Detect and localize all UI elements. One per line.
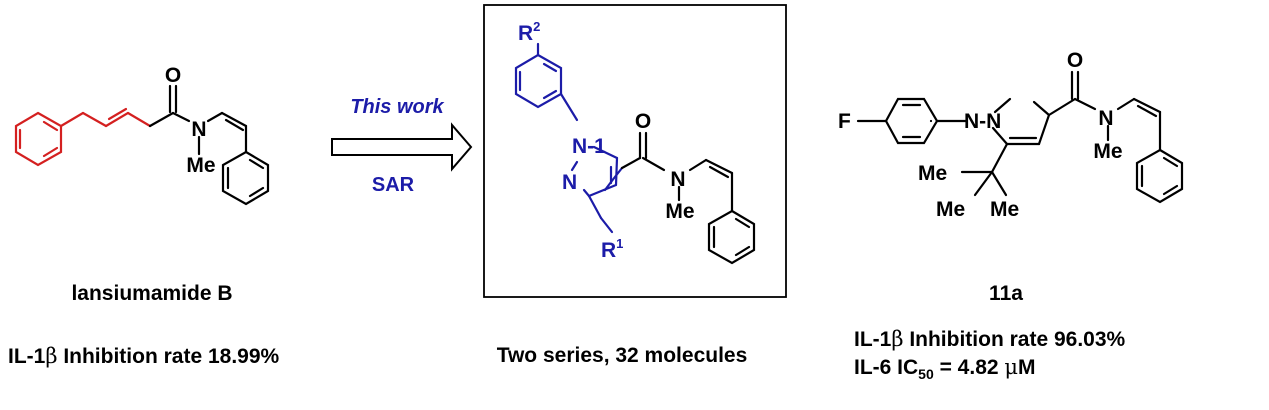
atom-n1-11a: N-N [964, 110, 1001, 133]
activity-prefix: IL-1 [8, 345, 46, 368]
arrow-label-sar: SAR [372, 174, 415, 196]
atom-n2-pyrazole: N [562, 171, 577, 194]
atom-o-middle: O [635, 110, 651, 133]
activity-suffix: Inhibition rate 18.99% [57, 345, 279, 368]
atom-f: F [838, 110, 851, 133]
atom-o-11a: O [1067, 49, 1083, 72]
11a-il1b-activity: IL-1β Inhibition rate 96.03% [854, 327, 1126, 351]
general-structure-frame [483, 4, 787, 298]
atom-r2: R2 [518, 19, 540, 45]
atom-n1-pyrazole: N-1 [572, 135, 606, 158]
atom-me-tbu-1: Me [918, 162, 947, 185]
middle-caption: Two series, 32 molecules [497, 344, 748, 367]
atom-n-amide-middle: N [670, 168, 685, 191]
general-structure [514, 42, 756, 265]
aryl-r2-fragment [514, 42, 624, 234]
atom-me-tbu-2: Me [936, 198, 965, 221]
atom-r1: R1 [601, 236, 623, 262]
beta-symbol: β [891, 327, 903, 351]
atom-n: N [191, 118, 206, 141]
lansiumamide-b-structure [14, 84, 270, 206]
compound-name-11a: 11a [989, 282, 1023, 305]
arrow-label-this-work: This work [350, 96, 444, 118]
atom-me-middle: Me [665, 200, 694, 223]
lansiumamide-activity: IL-1β Inhibition rate 18.99% [8, 344, 280, 368]
cinnamoyl-fragment [14, 107, 152, 167]
compound-11a-structure [856, 70, 1184, 204]
atom-o: O [165, 64, 181, 87]
11a-il6-ic50: IL-6 IC50 = 4.82 μM [854, 355, 1036, 382]
atom-me: Me [186, 154, 215, 177]
atom-me-n-11a: Me [1093, 140, 1122, 163]
atom-n-amide-11a: N [1098, 107, 1113, 130]
beta-symbol: β [45, 344, 57, 368]
open-arrow [331, 122, 473, 172]
atom-me-tbu-3: Me [990, 198, 1019, 221]
compound-name-lansiumamide-b: lansiumamide B [71, 282, 232, 305]
mu-symbol: μ [1004, 355, 1018, 379]
